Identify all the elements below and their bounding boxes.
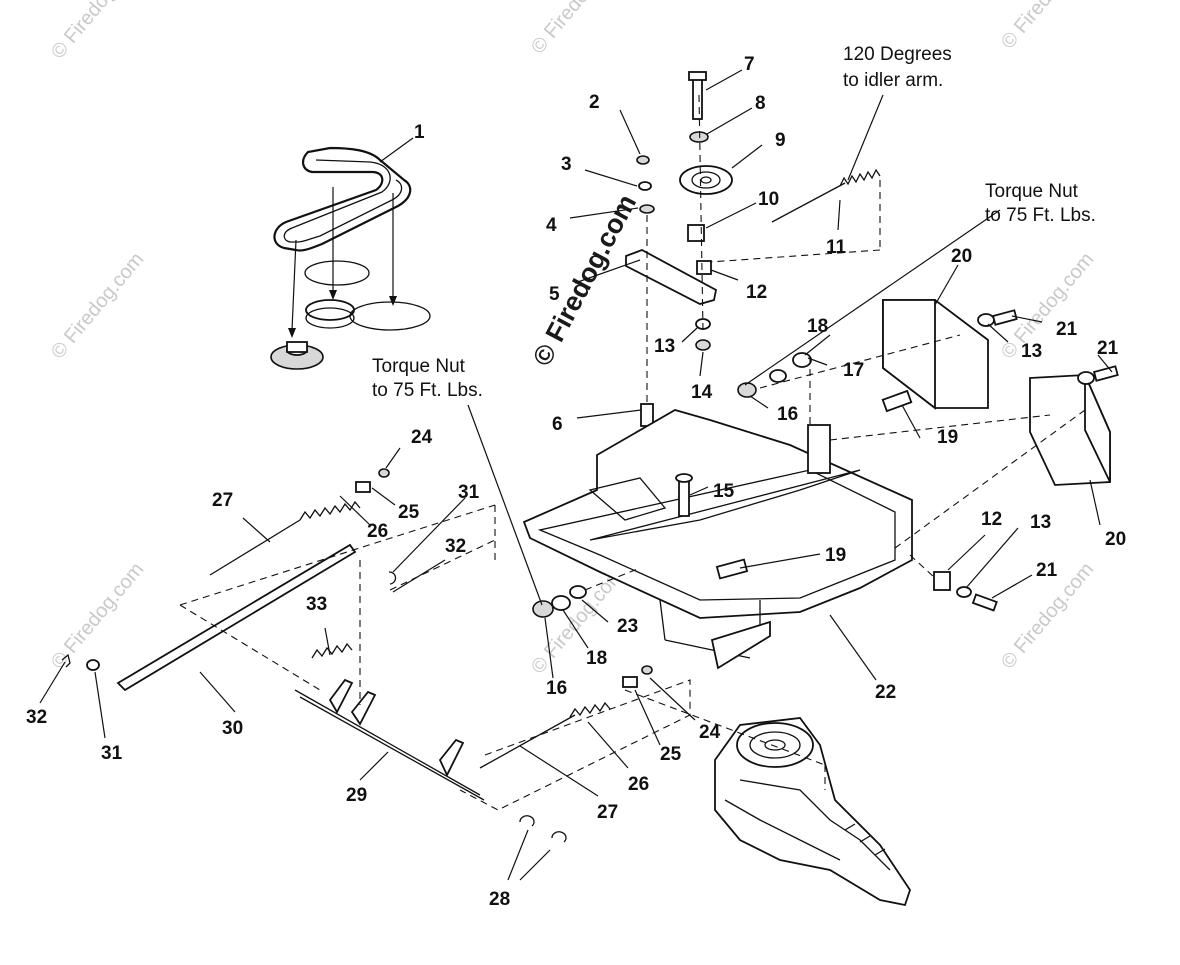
callout-29: 29 <box>346 785 367 806</box>
callout-12: 12 <box>981 509 1002 530</box>
watermark: © Firedog.com <box>997 0 1098 53</box>
callout-16: 16 <box>546 678 567 699</box>
callout-21: 21 <box>1097 338 1119 359</box>
callout-4: 4 <box>546 215 557 236</box>
callout-9: 9 <box>775 130 786 151</box>
fan-pulley <box>304 260 370 286</box>
brackets <box>882 299 1111 486</box>
drive-pulley <box>305 299 355 321</box>
rod <box>209 519 301 576</box>
bushing <box>696 260 712 275</box>
idler-pulley <box>679 165 733 195</box>
callout-32: 32 <box>26 707 47 728</box>
note-spring-angle: to idler arm. <box>843 70 943 91</box>
control-rod <box>116 543 357 692</box>
callout-27: 27 <box>597 802 618 823</box>
callout-2: 2 <box>589 92 600 113</box>
frame-bracket <box>807 424 831 474</box>
cross-shaft <box>294 689 481 796</box>
callout-13: 13 <box>654 336 675 357</box>
callout-22: 22 <box>875 682 896 703</box>
callout-32: 32 <box>445 536 466 557</box>
callout-15: 15 <box>713 481 735 502</box>
watermark: © Firedog.com <box>47 558 148 673</box>
callout-31: 31 <box>101 743 123 764</box>
callout-25: 25 <box>398 502 420 523</box>
callout-30: 30 <box>222 718 243 739</box>
callout-31: 31 <box>458 482 480 503</box>
idler-arm <box>625 249 718 305</box>
bolt <box>692 76 703 120</box>
callout-26: 26 <box>628 774 649 795</box>
callouts: 1 2 3 4 5 6 7 8 9 10 11 12 13 14 15 16 1… <box>26 54 1126 910</box>
bolt <box>881 389 913 413</box>
callout-13: 13 <box>1021 341 1042 362</box>
notes: 120 Degrees to idler arm. Torque Nut to … <box>372 44 1096 401</box>
spring <box>311 642 353 659</box>
watermark: © Firedog.com <box>527 0 628 58</box>
callout-28: 28 <box>489 889 510 910</box>
callout-10: 10 <box>758 189 779 210</box>
callout-18: 18 <box>586 648 607 669</box>
idler-spring <box>709 168 881 263</box>
note-torque-left: to 75 Ft. Lbs. <box>372 380 483 401</box>
callout-17: 17 <box>843 360 864 381</box>
callout-19: 19 <box>937 427 958 448</box>
callout-21: 21 <box>1036 560 1058 581</box>
callout-19: 19 <box>825 545 846 566</box>
callout-14: 14 <box>691 382 713 403</box>
transmission-pulley <box>736 722 814 768</box>
callout-33: 33 <box>306 594 327 615</box>
leader-lines <box>39 69 1113 881</box>
callout-7: 7 <box>744 54 755 75</box>
watermark: © Firedog.com <box>997 248 1098 363</box>
spring <box>299 500 361 521</box>
watermark: © Firedog.com <box>47 248 148 363</box>
watermark: © Firedog.com <box>527 563 628 678</box>
shaft-arm <box>328 678 354 714</box>
callout-26: 26 <box>367 521 388 542</box>
transmission <box>624 689 911 907</box>
linkage <box>61 468 691 843</box>
mounting-frame <box>522 389 913 670</box>
idler-assembly <box>625 71 733 515</box>
callout-5: 5 <box>549 284 560 305</box>
callout-27: 27 <box>212 490 233 511</box>
callout-24: 24 <box>699 722 721 743</box>
frame-hardware <box>532 309 1119 618</box>
callout-16: 16 <box>777 404 798 425</box>
note-torque-right: to 75 Ft. Lbs. <box>985 205 1096 226</box>
callout-3: 3 <box>561 154 572 175</box>
fan-blades <box>349 301 431 331</box>
belt-assembly <box>270 146 431 370</box>
callout-23: 23 <box>617 616 638 637</box>
callout-20: 20 <box>1105 529 1126 550</box>
callout-8: 8 <box>755 93 766 114</box>
callout-1: 1 <box>414 122 425 143</box>
callout-21: 21 <box>1056 319 1078 340</box>
spring <box>569 701 611 718</box>
arrow-icon <box>389 296 397 306</box>
note-spring-angle: 120 Degrees <box>843 44 952 65</box>
callout-24: 24 <box>411 427 433 448</box>
callout-6: 6 <box>552 414 563 435</box>
callout-11: 11 <box>826 237 847 258</box>
note-torque-right: Torque Nut <box>985 181 1079 202</box>
callout-25: 25 <box>660 744 682 765</box>
note-torque-left: Torque Nut <box>372 356 466 377</box>
watermark: © Firedog.com <box>47 0 148 63</box>
arrow-icon <box>288 328 296 338</box>
callout-12: 12 <box>746 282 767 303</box>
bolt <box>715 558 749 580</box>
bushing <box>933 571 951 591</box>
callout-18: 18 <box>807 316 828 337</box>
callout-13: 13 <box>1030 512 1051 533</box>
washer <box>689 131 709 143</box>
spacer <box>687 224 705 242</box>
bolt <box>678 479 690 517</box>
arrow-icon <box>329 290 337 300</box>
callout-20: 20 <box>951 246 972 267</box>
nut <box>636 155 650 165</box>
